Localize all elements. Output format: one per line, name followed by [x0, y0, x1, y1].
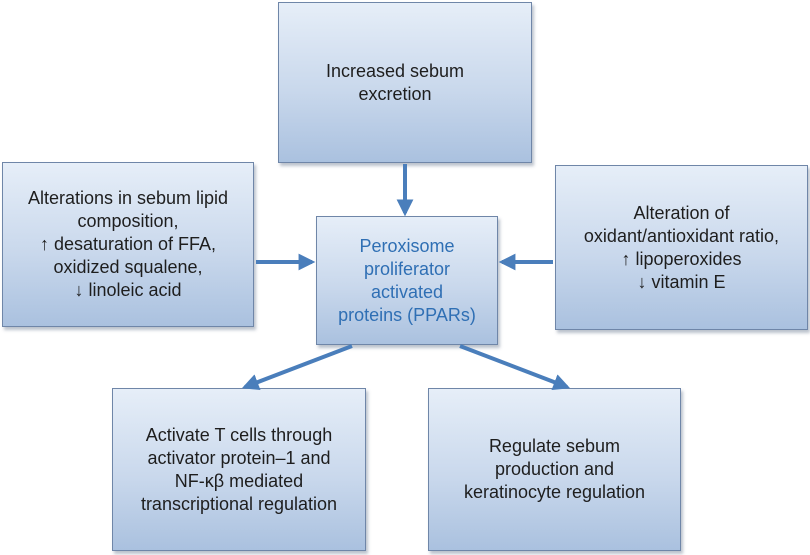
arrow-center-to-bottom-right [459, 344, 571, 391]
bottom-right-box: Regulate sebum production and keratinocy… [428, 388, 681, 551]
center-box: Peroxisome proliferator activated protei… [316, 216, 498, 345]
left-box: Alterations in sebum lipid composition, … [2, 162, 254, 327]
top-box: Increased sebum excretion [278, 2, 532, 163]
bottom-right-box-text: Regulate sebum production and keratinocy… [463, 436, 646, 502]
right-box-text: Alteration of oxidant/antioxidant ratio,… [583, 202, 780, 292]
arrow-center-to-bottom-left [241, 344, 353, 391]
bottom-left-box: Activate T cells through activator prote… [112, 388, 366, 551]
right-box: Alteration of oxidant/antioxidant ratio,… [555, 165, 808, 330]
center-box-text: Peroxisome proliferator activated protei… [338, 235, 476, 325]
left-box-text: Alterations in sebum lipid composition, … [27, 188, 229, 300]
bottom-left-box-text: Activate T cells through activator prote… [140, 424, 338, 514]
top-box-text: Increased sebum excretion [325, 60, 465, 104]
